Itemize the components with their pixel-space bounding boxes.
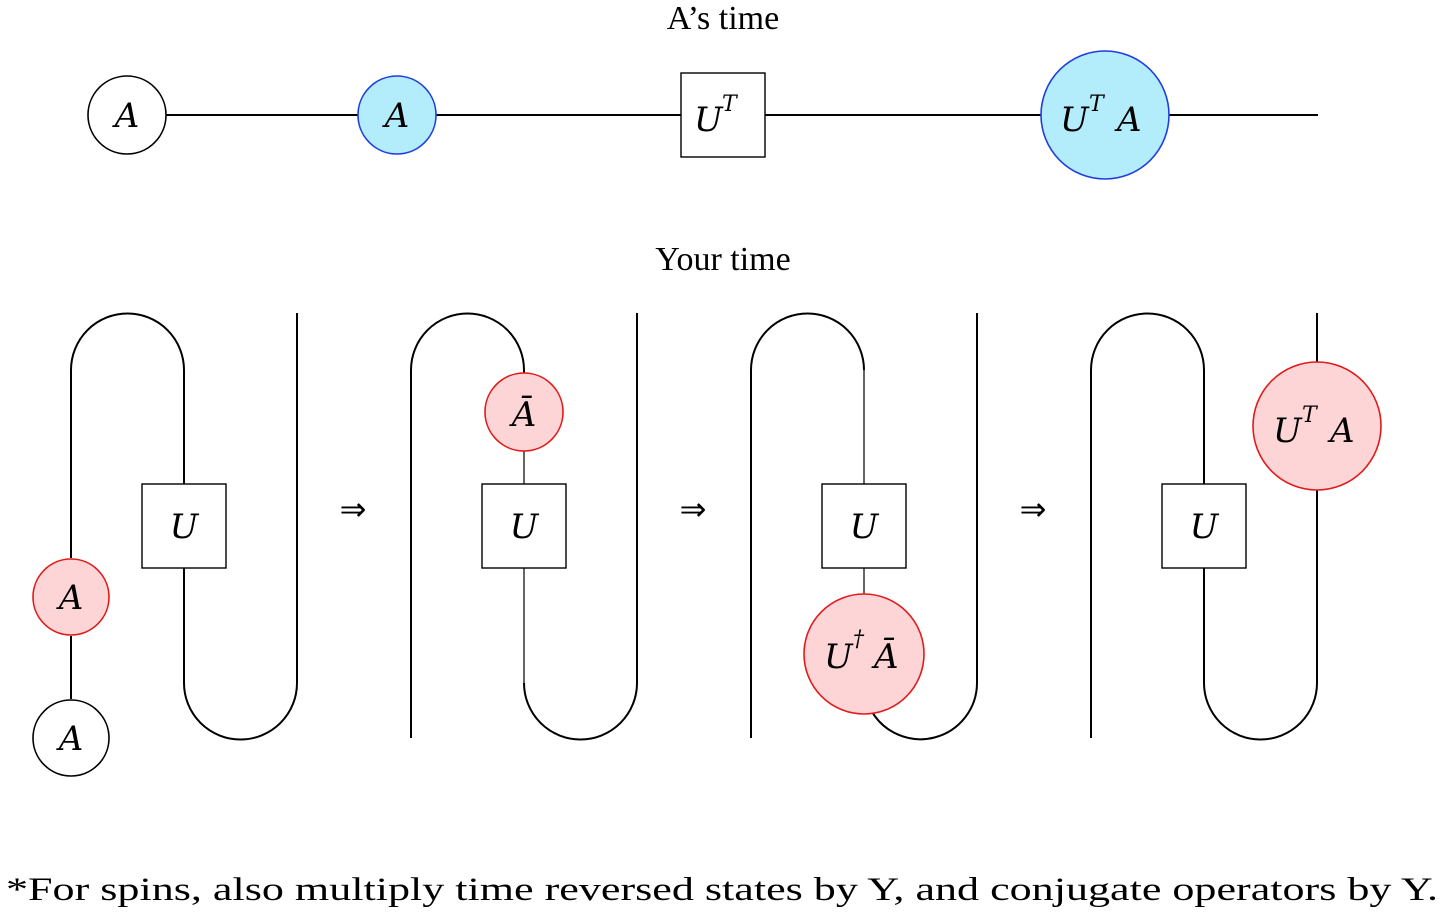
bottom-title: Your time xyxy=(655,241,790,278)
svg-text:U: U xyxy=(510,507,540,547)
panel-3: U U † Ā xyxy=(750,312,978,741)
panel-2-unitary-box: U xyxy=(481,483,567,569)
panel-1: U A A xyxy=(32,312,298,777)
svg-text:U: U xyxy=(1273,411,1303,451)
top-node-a-plain: A xyxy=(87,75,167,155)
svg-text:A: A xyxy=(112,96,140,136)
svg-text:T: T xyxy=(1302,403,1319,428)
implies-arrow-2: ⇒ xyxy=(680,490,707,528)
panel-1-node-a-red: A xyxy=(32,558,110,636)
panel-1-node-a-plain: A xyxy=(32,699,110,777)
panel-3-upper-wire xyxy=(750,312,865,738)
svg-text:U: U xyxy=(824,637,854,677)
footnote: *For spins, also multiply time reversed … xyxy=(6,872,1438,908)
panel-4-upper-wire xyxy=(1090,312,1205,738)
implies-arrow-1: ⇒ xyxy=(340,490,367,528)
svg-text:U: U xyxy=(170,507,200,547)
panel-4: U U T A xyxy=(1090,312,1382,741)
svg-text:U: U xyxy=(850,507,880,547)
svg-text:Ā: Ā xyxy=(871,637,899,677)
top-title: A’s time xyxy=(667,0,779,37)
top-box-ut: U T xyxy=(680,72,766,158)
svg-text:Ā: Ā xyxy=(509,395,537,435)
svg-text:U: U xyxy=(694,100,724,140)
panel-3-unitary-box: U xyxy=(821,483,907,569)
panel-2-return-wire xyxy=(523,313,638,741)
panel-1-unitary-box: U xyxy=(141,483,227,569)
implies-arrow-3: ⇒ xyxy=(1020,490,1047,528)
panel-1-return-wire xyxy=(183,313,298,741)
top-node-a-blue: A xyxy=(357,75,437,155)
svg-text:A: A xyxy=(56,578,84,618)
panel-2: U Ā xyxy=(410,312,638,741)
svg-text:U: U xyxy=(1190,507,1220,547)
panel-4-node-uta-red: U T A xyxy=(1252,361,1382,491)
panel-1-upper-wire xyxy=(70,312,185,558)
svg-text:A: A xyxy=(1327,411,1355,451)
top-timeline: A A U T U T A xyxy=(87,50,1318,180)
svg-text:A: A xyxy=(56,719,84,759)
panel-3-return-wire xyxy=(870,313,978,741)
svg-text:†: † xyxy=(853,627,865,652)
panel-2-node-abar-red: Ā xyxy=(484,372,564,452)
svg-text:A: A xyxy=(382,96,410,136)
panel-4-return-wire xyxy=(1203,490,1318,741)
top-node-uta-blue: U T A xyxy=(1040,50,1170,180)
panel-3-node-udagger-abar-red: U † Ā xyxy=(803,593,925,715)
svg-text:U: U xyxy=(1060,100,1090,140)
svg-text:A: A xyxy=(1114,100,1142,140)
svg-text:T: T xyxy=(1089,92,1106,117)
svg-text:T: T xyxy=(722,92,739,117)
panel-4-unitary-box: U xyxy=(1161,483,1247,569)
panel-2-upper-wire xyxy=(410,312,525,738)
